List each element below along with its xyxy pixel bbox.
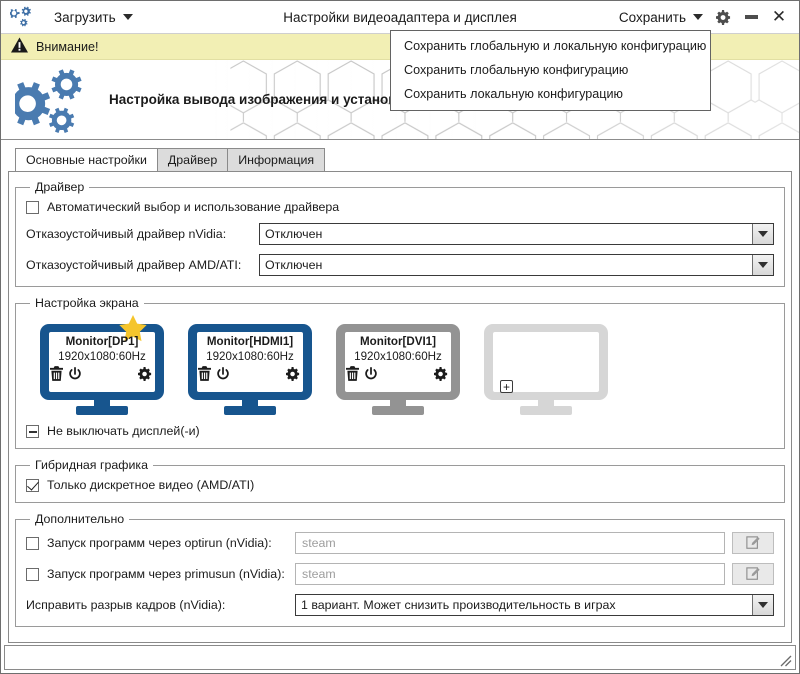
monitor-outline-icon [336,324,460,415]
tab-information[interactable]: Информация [227,148,326,171]
tearfix-row: Исправить разрыв кадров (nVidia): 1 вари… [26,594,774,616]
keep-display-on-row: Не выключать дисплей(-и) [26,424,774,438]
save-button-label: Сохранить [618,9,686,25]
nvidia-fallback-dropdown-arrow[interactable] [752,224,773,244]
primary-monitor-star-icon [118,314,148,347]
chevron-down-icon [758,602,768,608]
auto-driver-row: Автоматический выбор и использование дра… [26,200,774,214]
settings-gear-icon[interactable] [709,4,737,30]
optirun-label: Запуск программ через optirun (nVidia): [47,536,272,550]
titlebar-right-controls: Сохранить ✕ [613,4,799,30]
warning-triangle-icon [11,37,28,56]
monitor-card-dp1[interactable]: Monitor[DP1] 1920x1080:60Hz [34,315,170,418]
nvidia-fallback-combobox[interactable]: Отключен [259,223,774,245]
pencil-icon [746,567,760,580]
optirun-input[interactable]: steam [295,532,725,554]
tab-strip: Основные настройки Драйвер Информация [15,148,799,171]
status-bar [4,645,796,670]
power-icon[interactable] [216,366,230,381]
primusun-label: Запуск программ через primusun (nVidia): [47,567,285,581]
tearfix-value: 1 вариант. Может снизить производительно… [301,598,616,612]
monitor-card-dvi1[interactable]: Monitor[DVI1] 1920x1080:60Hz [330,318,466,418]
close-icon[interactable]: ✕ [771,7,787,26]
tab-driver[interactable]: Драйвер [156,148,229,171]
monitor-outline-icon [188,324,312,415]
monitor-card-add-placeholder[interactable]: + [478,318,614,418]
gear-icon[interactable] [286,366,300,381]
primusun-checkbox[interactable] [26,567,39,581]
group-hybrid-graphics: Гибридная графика Только дискретное виде… [15,458,785,503]
save-button[interactable]: Сохранить [613,7,709,28]
group-driver-legend: Драйвер [35,180,85,194]
trash-icon[interactable] [198,366,211,381]
monitor-list: Monitor[DP1] 1920x1080:60Hz [34,315,774,418]
chevron-down-icon [693,14,703,20]
primusun-edit-button[interactable] [732,563,774,585]
primusun-row: Запуск программ через primusun (nVidia):… [26,563,774,585]
minimize-bar [744,15,758,19]
menu-item-save-global[interactable]: Сохранить глобальную конфигурацию [404,63,629,77]
plus-icon[interactable]: + [500,380,513,393]
optirun-checkbox[interactable] [26,536,39,550]
menu-item-save-global-local[interactable]: Сохранить глобальную и локальную конфигу… [404,39,707,53]
minimize-icon[interactable] [737,4,765,30]
amd-fallback-row: Отказоустойчивый драйвер AMD/ATI: Отключ… [26,254,774,276]
group-additional-legend: Дополнительно [35,512,125,526]
keep-display-on-label: Не выключать дисплей(-и) [47,424,200,438]
save-dropdown-menu: Сохранить глобальную и локальную конфигу… [390,30,711,111]
optirun-edit-button[interactable] [732,532,774,554]
gear-icon[interactable] [138,366,152,381]
group-hybrid-graphics-legend: Гибридная графика [35,458,148,472]
amd-fallback-dropdown-arrow[interactable] [752,255,773,275]
optirun-row: Запуск программ через optirun (nVidia): … [26,532,774,554]
amd-fallback-combobox[interactable]: Отключен [259,254,774,276]
tab-page-main-settings: Драйвер Автоматический выбор и использов… [8,171,792,643]
chevron-down-icon [122,14,133,20]
monitor-dvi1-actions [344,365,452,381]
trash-icon[interactable] [50,366,63,381]
warning-text: Внимание! [36,39,99,54]
monitor-card-hdmi1[interactable]: Monitor[HDMI1] 1920x1080:60Hz [182,318,318,418]
banner-gears-icon [6,67,101,133]
monitor-outline-icon [40,324,164,415]
chevron-down-icon [758,262,768,268]
pencil-icon [746,536,760,549]
power-icon[interactable] [364,366,378,381]
group-driver: Драйвер Автоматический выбор и использов… [15,180,785,287]
gear-icon[interactable] [434,366,448,381]
power-icon[interactable] [68,366,82,381]
chevron-down-icon [758,231,768,237]
group-screen-setup: Настройка экрана [15,296,785,449]
tab-main-settings[interactable]: Основные настройки [15,148,158,171]
auto-driver-checkbox[interactable] [26,200,39,214]
menu-item-save-local[interactable]: Сохранить локальную конфигурацию [404,87,623,101]
tearfix-label: Исправить разрыв кадров (nVidia): [26,598,226,612]
primusun-input[interactable]: steam [295,563,725,585]
discrete-only-checkbox[interactable] [26,478,39,492]
nvidia-fallback-label: Отказоустойчивый драйвер nVidia: [26,227,227,241]
nvidia-fallback-row: Отказоустойчивый драйвер nVidia: Отключе… [26,223,774,245]
group-screen-setup-legend: Настройка экрана [35,296,139,310]
monitor-dp1-actions [48,365,156,381]
trash-icon[interactable] [346,366,359,381]
amd-fallback-label: Отказоустойчивый драйвер AMD/ATI: [26,258,242,272]
group-additional: Дополнительно Запуск программ через opti… [15,512,785,627]
amd-fallback-value: Отключен [265,258,323,272]
discrete-only-label: Только дискретное видео (AMD/ATI) [47,478,255,492]
resize-grip-icon[interactable] [778,653,792,667]
monitor-outline-icon [484,324,608,415]
monitor-hdmi1-actions [196,365,304,381]
keep-display-on-checkbox[interactable] [26,424,39,438]
tearfix-combobox[interactable]: 1 вариант. Может снизить производительно… [295,594,774,616]
nvidia-fallback-value: Отключен [265,227,323,241]
discrete-only-row: Только дискретное видео (AMD/ATI) [26,478,774,492]
load-button[interactable]: Загрузить [50,7,137,28]
app-gears-icon [8,6,36,28]
load-button-label: Загрузить [54,9,116,25]
tearfix-dropdown-arrow[interactable] [752,595,773,615]
auto-driver-label: Автоматический выбор и использование дра… [47,200,340,214]
